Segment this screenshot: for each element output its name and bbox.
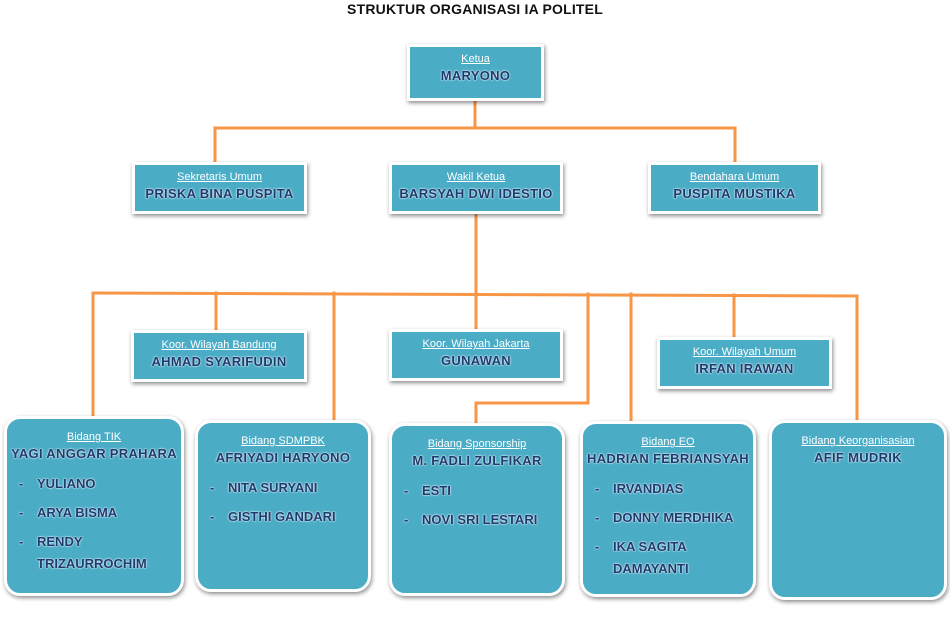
koor-umum-box: Koor. Wilayah Umum IRFAN IRAWAN [657, 337, 832, 389]
bidang-eo-members: -IRVANDIAS -DONNY MERDHIKA -IKA SAGITA D… [583, 478, 753, 580]
koor-umum-role: Koor. Wilayah Umum [692, 346, 797, 358]
koor-jakarta-name: GUNAWAN [441, 353, 511, 368]
wakil-name: BARSYAH DWI IDESTIO [399, 186, 553, 201]
bidang-sdmpbk-members: -NITA SURYANI -GISTHI GANDARI [198, 477, 368, 528]
wakil-role: Wakil Ketua [446, 171, 506, 183]
ketua-box: Ketua MARYONO [407, 44, 544, 101]
bidang-sdmpbk-name: AFRIYADI HARYONO [215, 450, 351, 465]
bidang-tik-name: YAGI ANGGAR PRAHARA [11, 446, 177, 461]
sekretaris-box: Sekretaris Umum PRISKA BINA PUSPITA [132, 162, 307, 214]
koor-bandung-box: Koor. Wilayah Bandung AHMAD SYARIFUDIN [131, 330, 307, 382]
bidang-eo-box: Bidang EO HADRIAN FEBRIANSYAH -IRVANDIAS… [580, 421, 756, 597]
member-item: -NOVI SRI LESTARI [404, 512, 538, 527]
wakil-box: Wakil Ketua BARSYAH DWI IDESTIO [389, 162, 563, 214]
bidang-sponsorship-box: Bidang Sponsorship M. FADLI ZULFIKAR -ES… [389, 423, 565, 596]
bendahara-role: Bendahara Umum [689, 171, 780, 183]
member-item: -IRVANDIAS [595, 481, 684, 496]
ketua-name: MARYONO [440, 68, 511, 83]
bidang-sponsorship-members: -ESTI -NOVI SRI LESTARI [392, 480, 562, 531]
member-item: -NITA SURYANI [210, 480, 318, 495]
koor-bandung-role: Koor. Wilayah Bandung [161, 339, 277, 351]
member-item: -ARYA BISMA [19, 505, 118, 520]
bidang-sponsorship-role: Bidang Sponsorship [427, 438, 527, 450]
bidang-sponsorship-name: M. FADLI ZULFIKAR [412, 453, 542, 468]
ketua-role: Ketua [461, 53, 490, 65]
koor-bandung-name: AHMAD SYARIFUDIN [151, 354, 287, 369]
bendahara-box: Bendahara Umum PUSPITA MUSTIKA [648, 162, 821, 214]
bidang-tik-role: Bidang TIK [66, 431, 122, 443]
koor-jakarta-role: Koor. Wilayah Jakarta [422, 338, 530, 350]
bidang-eo-role: Bidang EO [641, 436, 695, 448]
member-item: -DONNY MERDHIKA [595, 510, 734, 525]
bidang-keorganisasian-role: Bidang Keorganisasian [801, 435, 915, 447]
bidang-tik-box: Bidang TIK YAGI ANGGAR PRAHARA -YULIANO … [4, 416, 184, 596]
sekretaris-name: PRISKA BINA PUSPITA [145, 186, 294, 201]
member-item: -IKA SAGITA DAMAYANTI [595, 539, 689, 576]
bidang-sdmpbk-role: Bidang SDMPBK [241, 435, 325, 447]
member-item: -GISTHI GANDARI [210, 509, 336, 524]
sekretaris-role: Sekretaris Umum [177, 171, 262, 183]
chart-title: STRUKTUR ORGANISASI IA POLITEL [347, 1, 603, 17]
member-item: -ESTI [404, 483, 451, 498]
bidang-keorganisasian-name: AFIF MUDRIK [814, 450, 902, 465]
bidang-keorganisasian-box: Bidang Keorganisasian AFIF MUDRIK [769, 420, 947, 600]
member-item: -RENDY TRIZAURROCHIM [19, 534, 147, 571]
bidang-sdmpbk-box: Bidang SDMPBK AFRIYADI HARYONO -NITA SUR… [195, 420, 371, 592]
member-item: -YULIANO [19, 476, 96, 491]
koor-jakarta-box: Koor. Wilayah Jakarta GUNAWAN [389, 329, 563, 381]
koor-umum-name: IRFAN IRAWAN [695, 361, 794, 376]
bidang-tik-members: -YULIANO -ARYA BISMA -RENDY TRIZAURROCHI… [7, 473, 181, 575]
bendahara-name: PUSPITA MUSTIKA [673, 186, 796, 201]
bidang-eo-name: HADRIAN FEBRIANSYAH [587, 451, 749, 466]
